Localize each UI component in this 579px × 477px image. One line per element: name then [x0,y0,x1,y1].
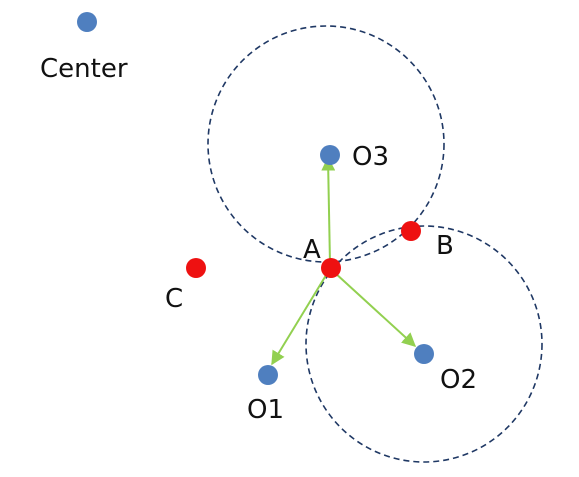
arrow-a-to-o1 [271,271,329,366]
label-center: Center [40,54,128,84]
label-c: C [165,284,183,314]
circle-o2 [305,225,543,463]
point-c [186,258,206,278]
arrow-a-to-o3 [321,156,336,265]
label-o3: O3 [352,142,389,172]
label-o2: O2 [440,365,477,395]
point-o2 [414,344,434,364]
point-o3 [320,145,340,165]
point-b [401,221,421,241]
point-a [321,258,341,278]
point-o1 [258,365,278,385]
label-o1: O1 [247,395,284,425]
label-b: B [436,231,454,261]
arrow-a-to-o2 [333,271,417,347]
label-a: A [303,235,321,265]
point-center [77,12,97,32]
